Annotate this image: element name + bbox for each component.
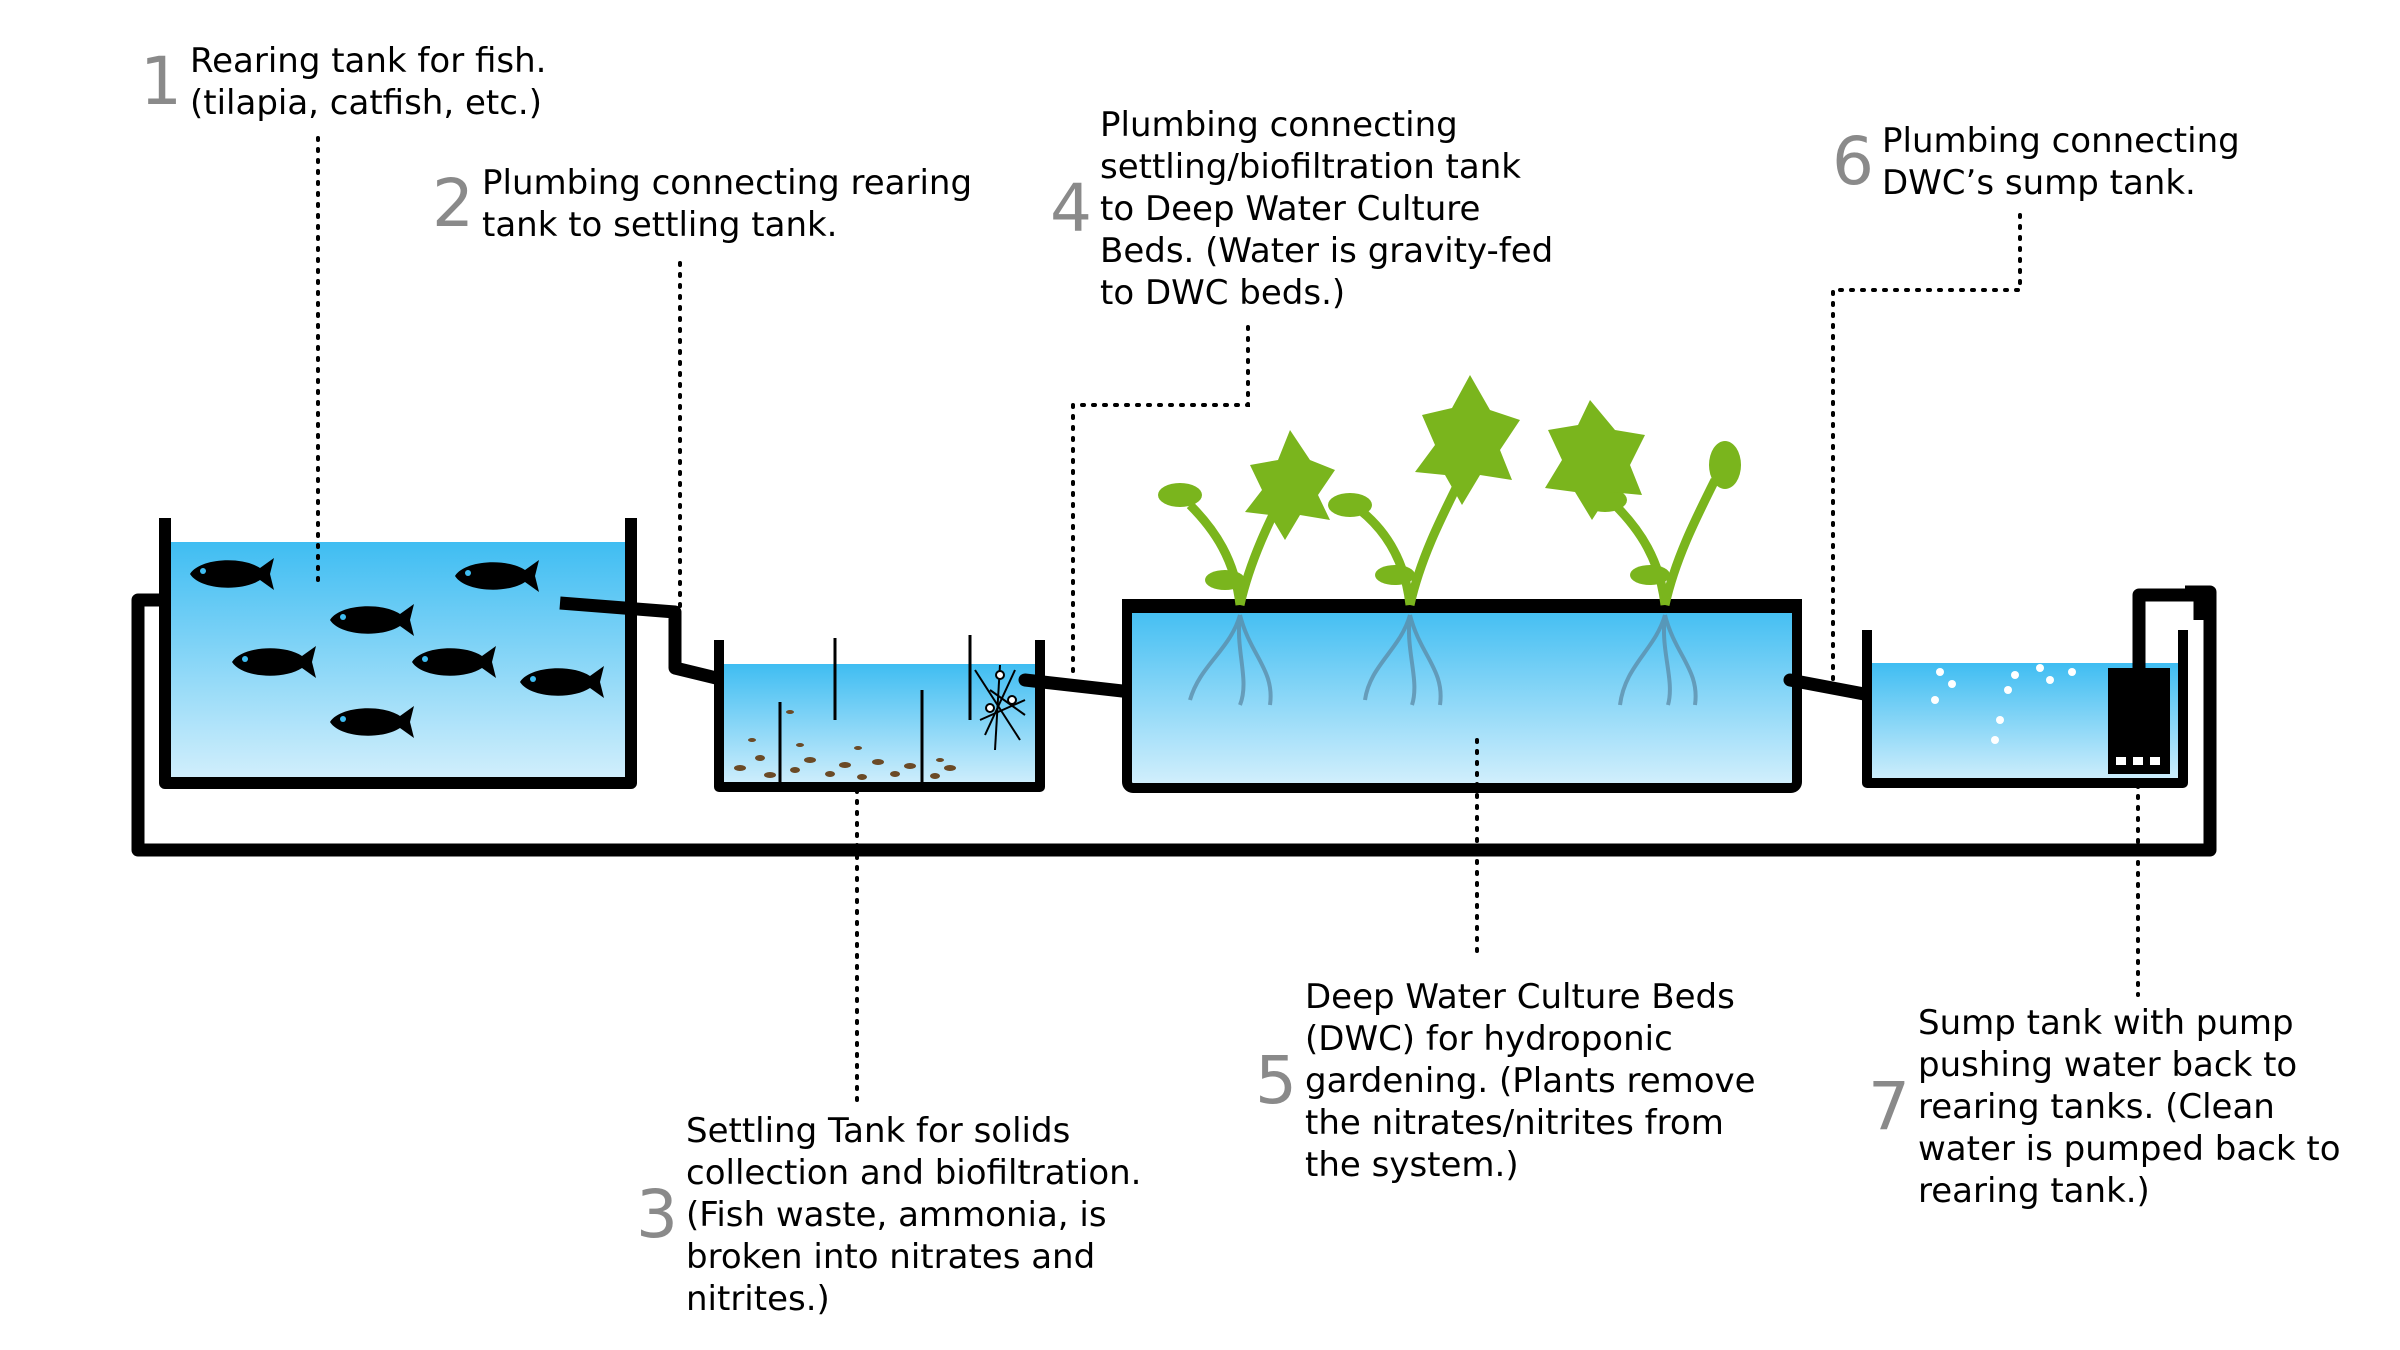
pipe-settling-to-dwc: [1018, 673, 1147, 700]
plants: [1158, 375, 1741, 606]
sump-tank: [1862, 588, 2207, 788]
label-plumbing-settling-dwc: 4 Plumbing connecting settling/biofiltra…: [1050, 104, 1553, 314]
label-number: 6: [1832, 123, 1874, 200]
label-text: Plumbing connecting DWC’s sump tank.: [1882, 121, 2240, 203]
settling-tank: [714, 635, 1045, 792]
label-rearing-tank: 1 Rearing tank for fish. (tilapia, catfi…: [140, 40, 546, 124]
plant-roots: [1188, 614, 1698, 706]
label-plumbing-dwc-sump: 6 Plumbing connecting DWC’s sump tank.: [1832, 120, 2240, 204]
label-text: Plumbing connecting settling/biofiltrati…: [1100, 105, 1554, 313]
label-text: Settling Tank for solids collection and …: [686, 1111, 1142, 1319]
label-text: Plumbing connecting rearing tank to sett…: [482, 163, 973, 245]
leader-lines: [316, 136, 2140, 1104]
pipe-rearing-to-settling: [559, 596, 747, 692]
label-number: 5: [1255, 1042, 1297, 1119]
label-text: Deep Water Culture Beds (DWC) for hydrop…: [1305, 977, 1756, 1185]
label-number: 4: [1050, 170, 1092, 247]
return-pipe: [131, 585, 2217, 857]
dwc-bed: [1122, 375, 1802, 793]
leader-4: [1071, 325, 1250, 682]
label-plumbing-rearing-settling: 2 Plumbing connecting rearing tank to se…: [432, 162, 972, 246]
label-number: 2: [432, 165, 474, 242]
fish-waste: [734, 710, 956, 780]
rearing-tank: [159, 518, 637, 789]
label-number: 1: [140, 43, 182, 120]
biofilter-media: [974, 664, 1026, 751]
label-number: 7: [1868, 1068, 1910, 1145]
label-text: Sump tank with pump pushing water back t…: [1918, 1003, 2341, 1211]
label-dwc-beds: 5 Deep Water Culture Beds (DWC) for hydr…: [1255, 976, 1756, 1186]
label-text: Rearing tank for fish. (tilapia, catfish…: [190, 41, 547, 123]
bubbles: [1931, 664, 2076, 744]
pump: [2108, 588, 2207, 774]
label-settling-tank: 3 Settling Tank for solids collection an…: [636, 1110, 1141, 1320]
leader-6: [1831, 213, 2022, 687]
label-sump-tank: 7 Sump tank with pump pushing water back…: [1868, 1002, 2341, 1212]
label-number: 3: [636, 1176, 678, 1253]
